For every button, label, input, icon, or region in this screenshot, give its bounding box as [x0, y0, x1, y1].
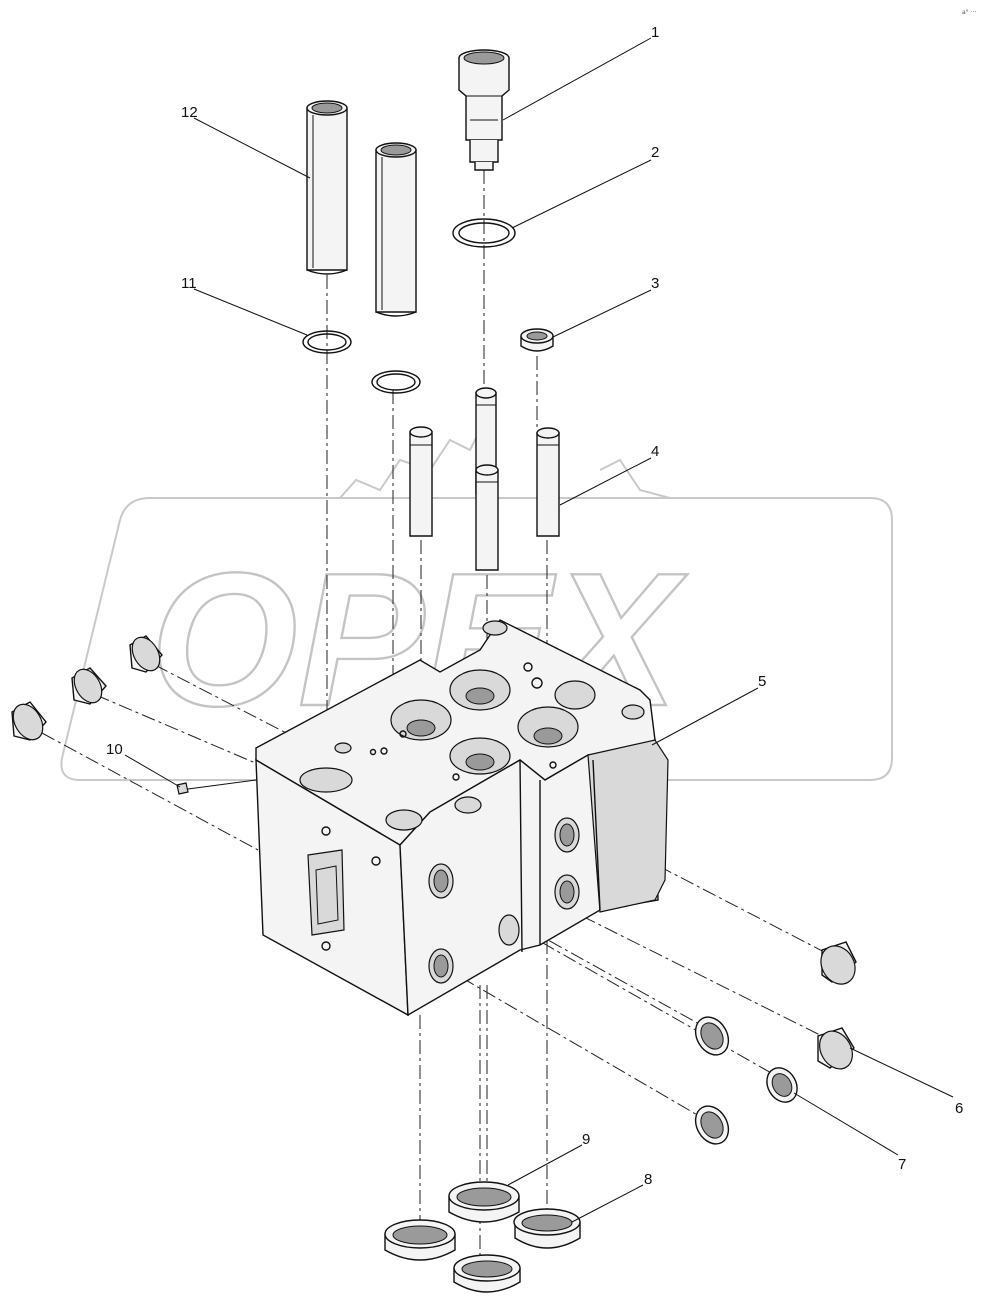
callout-10: 10: [106, 741, 123, 758]
callout-1: 1: [651, 24, 659, 41]
side-plug-left-3: [11, 701, 47, 741]
callout-6: 6: [955, 1100, 963, 1117]
sleeve-plug-part-7-a: [694, 1016, 730, 1056]
seat-ring-part-8: [513, 1208, 581, 1249]
callout-4: 4: [651, 443, 659, 460]
sleeve-plug-part-7-b: [766, 1067, 798, 1103]
callouts: 1 2 3 4 5 6 7 8 9 10 11 12: [106, 24, 963, 1188]
cap-part-3: [520, 328, 554, 352]
callout-9: 9: [582, 1131, 590, 1148]
seat-ring-left: [384, 1219, 456, 1261]
injector-sleeve-part-1: [458, 49, 510, 171]
side-plug-left-1: [129, 635, 163, 673]
plug-part-6-lower: [817, 1027, 855, 1070]
cylinder-head-part-5: [255, 619, 669, 1017]
callout-11: 11: [181, 275, 197, 292]
sleeve-plug-part-7-c: [694, 1105, 730, 1145]
callout-7: 7: [898, 1156, 906, 1173]
plug-part-6-upper: [820, 941, 857, 985]
seal-ring-part-2: [452, 218, 516, 248]
callout-5: 5: [758, 673, 766, 690]
corner-mark: a° ···: [962, 9, 976, 16]
seat-ring-part-9: [448, 1181, 520, 1223]
valve-guide-part-4-c: [475, 464, 499, 571]
seat-ring-bottom: [453, 1254, 521, 1293]
sleeve-part-12-left: [306, 100, 348, 275]
sleeve-part-12-right: [375, 142, 417, 317]
o-ring-part-11-right: [371, 370, 421, 394]
callout-2: 2: [651, 144, 659, 161]
side-plug-left-2: [71, 667, 107, 705]
callout-12: 12: [181, 104, 198, 121]
callout-8: 8: [644, 1171, 652, 1188]
pin-part-10: [176, 782, 189, 795]
callout-3: 3: [651, 275, 659, 292]
leader-lines: [124, 37, 954, 1223]
valve-guide-part-4-a: [409, 426, 433, 537]
valve-guide-part-4-d: [536, 427, 560, 537]
o-ring-part-11-left: [302, 330, 352, 354]
